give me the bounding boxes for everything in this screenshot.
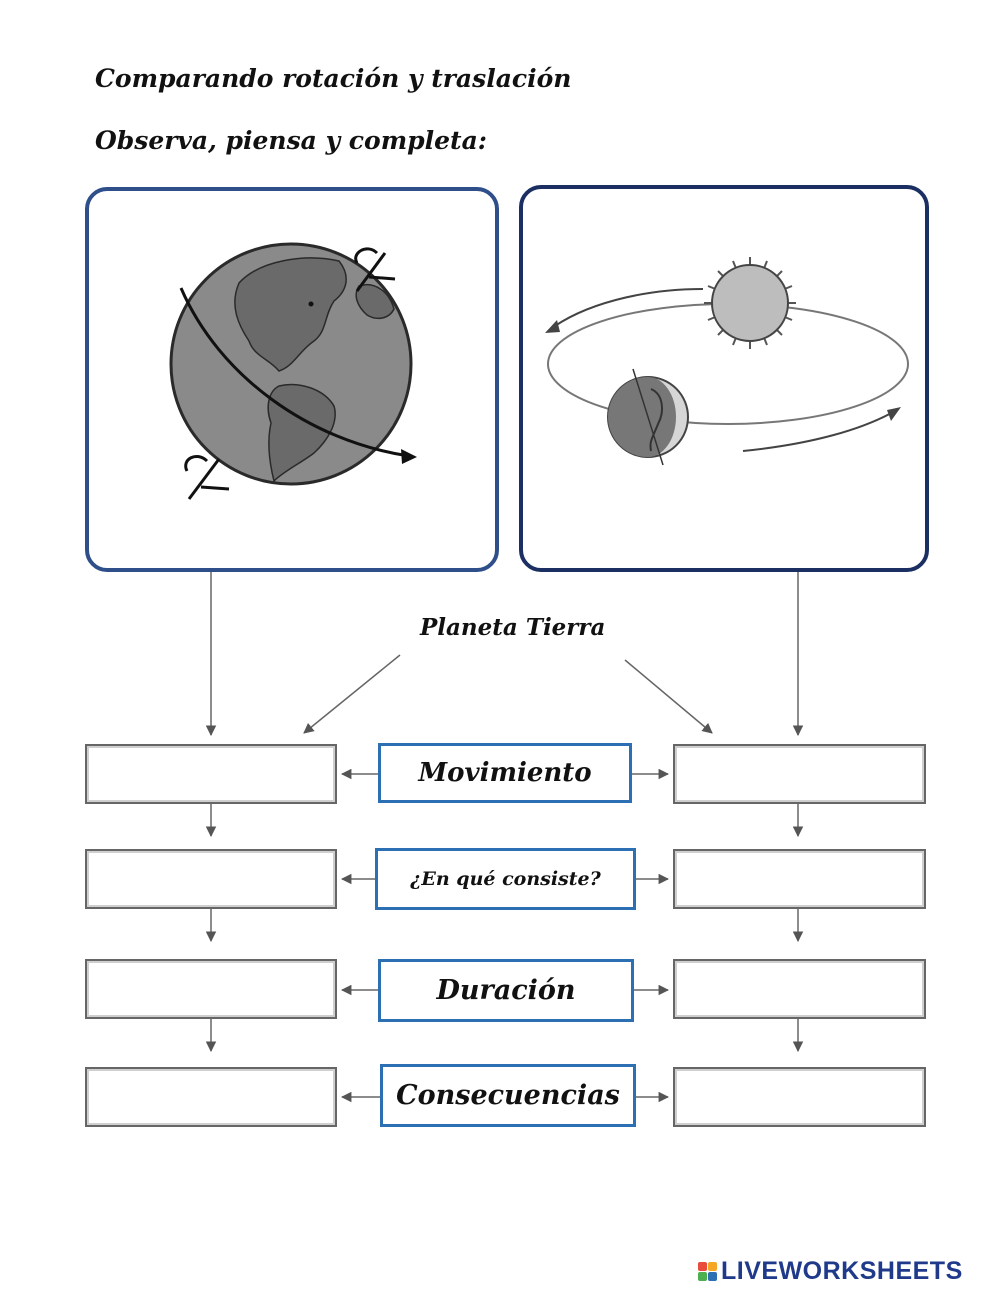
rotation-duracion-answer[interactable] <box>85 959 337 1019</box>
row-label-movimiento: Movimiento <box>378 743 632 803</box>
row-label-en-que-consiste: ¿En qué consiste? <box>375 848 636 910</box>
translation-en-que-consiste-answer[interactable] <box>673 849 926 909</box>
liveworksheets-brand: LIVEWORKSHEETS <box>721 1257 963 1286</box>
translation-movimiento-answer[interactable] <box>673 744 926 804</box>
row-label-duracion: Duración <box>378 959 634 1022</box>
liveworksheets-logo: LIVEWORKSHEETS <box>698 1256 963 1286</box>
translation-duracion-answer[interactable] <box>673 959 926 1019</box>
rotation-en-que-consiste-answer[interactable] <box>85 849 337 909</box>
rotation-consecuencias-answer[interactable] <box>85 1067 337 1127</box>
row-label-consecuencias: Consecuencias <box>380 1064 636 1127</box>
rotation-movimiento-answer[interactable] <box>85 744 337 804</box>
planet-earth-label: Planeta Tierra <box>420 614 605 641</box>
liveworksheets-logo-icon <box>698 1262 717 1281</box>
translation-consecuencias-answer[interactable] <box>673 1067 926 1127</box>
